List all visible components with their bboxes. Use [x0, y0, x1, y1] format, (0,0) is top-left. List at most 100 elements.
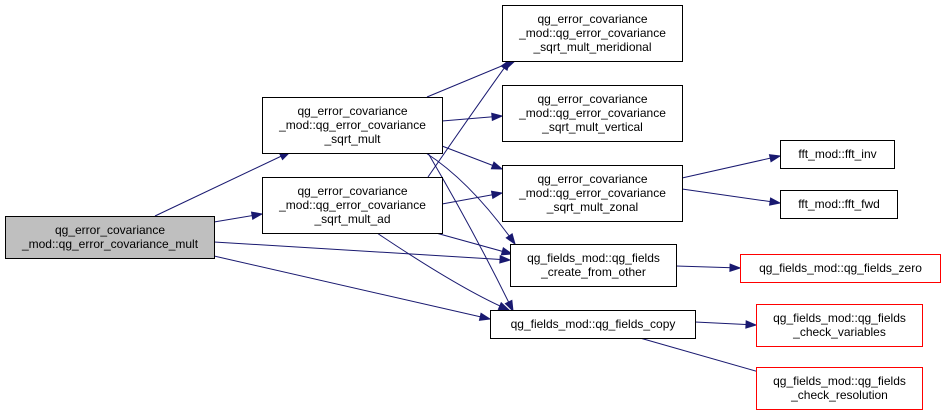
edge-line	[435, 232, 513, 255]
edge-line	[154, 151, 291, 217]
node-label-line: fft_mod::fft_fwd	[798, 197, 880, 211]
edge-line	[427, 59, 511, 178]
node-vertical[interactable]: qg_error_covariance_mod::qg_error_covari…	[502, 85, 683, 142]
node-fields-zero[interactable]: qg_fields_mod::qg_fields_zero	[740, 254, 941, 283]
node-check-resolution[interactable]: qg_fields_mod::qg_fields_check_resolutio…	[756, 367, 923, 410]
node-label-line: _sqrt_mult_zonal	[546, 200, 638, 214]
node-label-line: qg_error_covariance	[537, 12, 647, 26]
call-edge-zonal-to-fft_inv	[681, 154, 782, 179]
node-fields-copy[interactable]: qg_fields_mod::qg_fields_copy	[490, 310, 696, 339]
node-label-line: qg_fields_mod::qg_fields_zero	[759, 261, 922, 275]
edge-line	[675, 265, 741, 269]
edge-arrowhead	[497, 301, 511, 311]
edge-arrowhead	[491, 112, 504, 122]
node-label-line: qg_fields_mod::qg_fields	[527, 251, 660, 265]
call-edge-sqrt_mult-to-vertical	[441, 112, 504, 122]
edge-line	[213, 241, 511, 261]
edge-arrowhead	[490, 190, 504, 200]
node-box[interactable]	[502, 85, 683, 142]
node-box[interactable]	[740, 254, 941, 283]
call-edge-create_from_other-to-fields_zero	[675, 263, 742, 272]
node-root[interactable]: qg_error_covariance_mod::qg_error_covari…	[5, 216, 215, 259]
edge-line	[425, 152, 516, 245]
node-label-line: _sqrt_mult	[323, 132, 381, 146]
call-edge-root-to-fields_copy	[213, 255, 492, 321]
node-create-from-other[interactable]: qg_fields_mod::qg_fields_create_from_oth…	[510, 244, 677, 287]
edge-line	[441, 145, 503, 170]
call-edge-zonal-to-fft_fwd	[681, 188, 782, 206]
node-label-line: _mod::qg_error_covariance	[518, 106, 666, 120]
node-label-line: _check_variables	[792, 325, 886, 339]
node-zonal[interactable]: qg_error_covariance_mod::qg_error_covari…	[502, 165, 683, 222]
node-meridional[interactable]: qg_error_covariance_mod::qg_error_covari…	[502, 5, 683, 62]
node-label-line: qg_fields_mod::qg_fields	[773, 311, 906, 325]
node-check-variables[interactable]: qg_fields_mod::qg_fields_check_variables	[756, 304, 923, 347]
node-label-line: qg_error_covariance	[537, 92, 647, 106]
node-label-line: _sqrt_mult_meridional	[532, 40, 651, 54]
node-box[interactable]	[756, 304, 923, 347]
edge-arrowhead	[505, 232, 516, 246]
call-edge-sqrt_mult_ad-to-fields_copy	[376, 232, 511, 311]
edge-arrowhead	[504, 299, 514, 313]
node-box[interactable]	[756, 367, 923, 410]
node-label-line: _mod::qg_error_covariance_mult	[21, 237, 199, 251]
call-edge-sqrt_mult_ad-to-create_from_other	[435, 232, 514, 256]
call-edge-sqrt_mult-to-fields_copy	[427, 152, 514, 313]
edge-arrowhead	[745, 320, 758, 329]
call-edge-fields_copy-to-check_variables	[694, 320, 758, 329]
node-box[interactable]	[490, 310, 696, 339]
node-box[interactable]	[502, 165, 683, 222]
node-label-line: _mod::qg_error_covariance	[518, 26, 666, 40]
node-label-line: _mod::qg_error_covariance	[278, 118, 426, 132]
call-edge-root-to-sqrt_mult_ad	[213, 211, 264, 223]
node-box[interactable]	[780, 140, 895, 169]
node-label-line: _sqrt_mult_vertical	[541, 120, 643, 134]
call-edge-sqrt_mult_ad-to-zonal	[441, 190, 504, 205]
node-box[interactable]	[780, 190, 898, 219]
node-box[interactable]	[262, 177, 443, 234]
node-label-line: qg_error_covariance	[537, 172, 647, 186]
node-label-line: _mod::qg_error_covariance	[518, 186, 666, 200]
edge-arrowhead	[478, 312, 492, 321]
edge-line	[376, 232, 510, 311]
node-label-line: qg_error_covariance	[297, 184, 407, 198]
edge-arrowhead	[500, 58, 511, 72]
node-label-line: _mod::qg_error_covariance	[278, 198, 426, 212]
node-label-line: qg_error_covariance	[55, 223, 165, 237]
edge-line	[681, 188, 781, 204]
node-label-line: _check_resolution	[790, 388, 888, 402]
call-edge-fields_copy-to-check_resolution	[639, 337, 775, 378]
call-edge-sqrt_mult_ad-to-meridional	[427, 58, 511, 178]
node-box[interactable]	[5, 216, 215, 259]
edge-arrowhead	[250, 211, 264, 220]
node-box[interactable]	[262, 97, 443, 154]
edge-line	[681, 155, 781, 179]
node-fft-fwd[interactable]: fft_mod::fft_fwd	[780, 190, 898, 219]
call-edge-sqrt_mult-to-create_from_other	[425, 152, 516, 246]
node-label-line: qg_error_covariance	[297, 104, 407, 118]
node-label-line: fft_mod::fft_inv	[798, 147, 876, 161]
call-edge-sqrt_mult-to-zonal	[441, 145, 504, 170]
node-label-line: qg_fields_mod::qg_fields_copy	[511, 317, 676, 331]
edge-line	[427, 152, 514, 312]
node-sqrt-mult[interactable]: qg_error_covariance_mod::qg_error_covari…	[262, 97, 443, 154]
call-edge-root-to-create_from_other	[213, 241, 512, 264]
edge-arrowhead	[500, 247, 514, 256]
node-box[interactable]	[510, 244, 677, 287]
node-label-line: qg_fields_mod::qg_fields	[773, 374, 906, 388]
edge-arrowhead	[768, 197, 782, 206]
node-label-line: _create_from_other	[540, 265, 646, 279]
edge-arrowhead	[499, 255, 512, 264]
node-box[interactable]	[502, 5, 683, 62]
edge-arrowhead	[490, 161, 504, 170]
edge-arrowhead	[729, 263, 742, 272]
node-sqrt-mult-ad[interactable]: qg_error_covariance_mod::qg_error_covari…	[262, 177, 443, 234]
node-fft-inv[interactable]: fft_mod::fft_inv	[780, 140, 895, 169]
call-edges	[154, 58, 782, 378]
edge-line	[213, 255, 491, 320]
edge-line	[639, 337, 774, 377]
call-nodes: qg_error_covariance_mod::qg_error_covari…	[5, 5, 941, 410]
edge-arrowhead	[768, 154, 782, 163]
node-label-line: _sqrt_mult_ad	[313, 212, 390, 226]
